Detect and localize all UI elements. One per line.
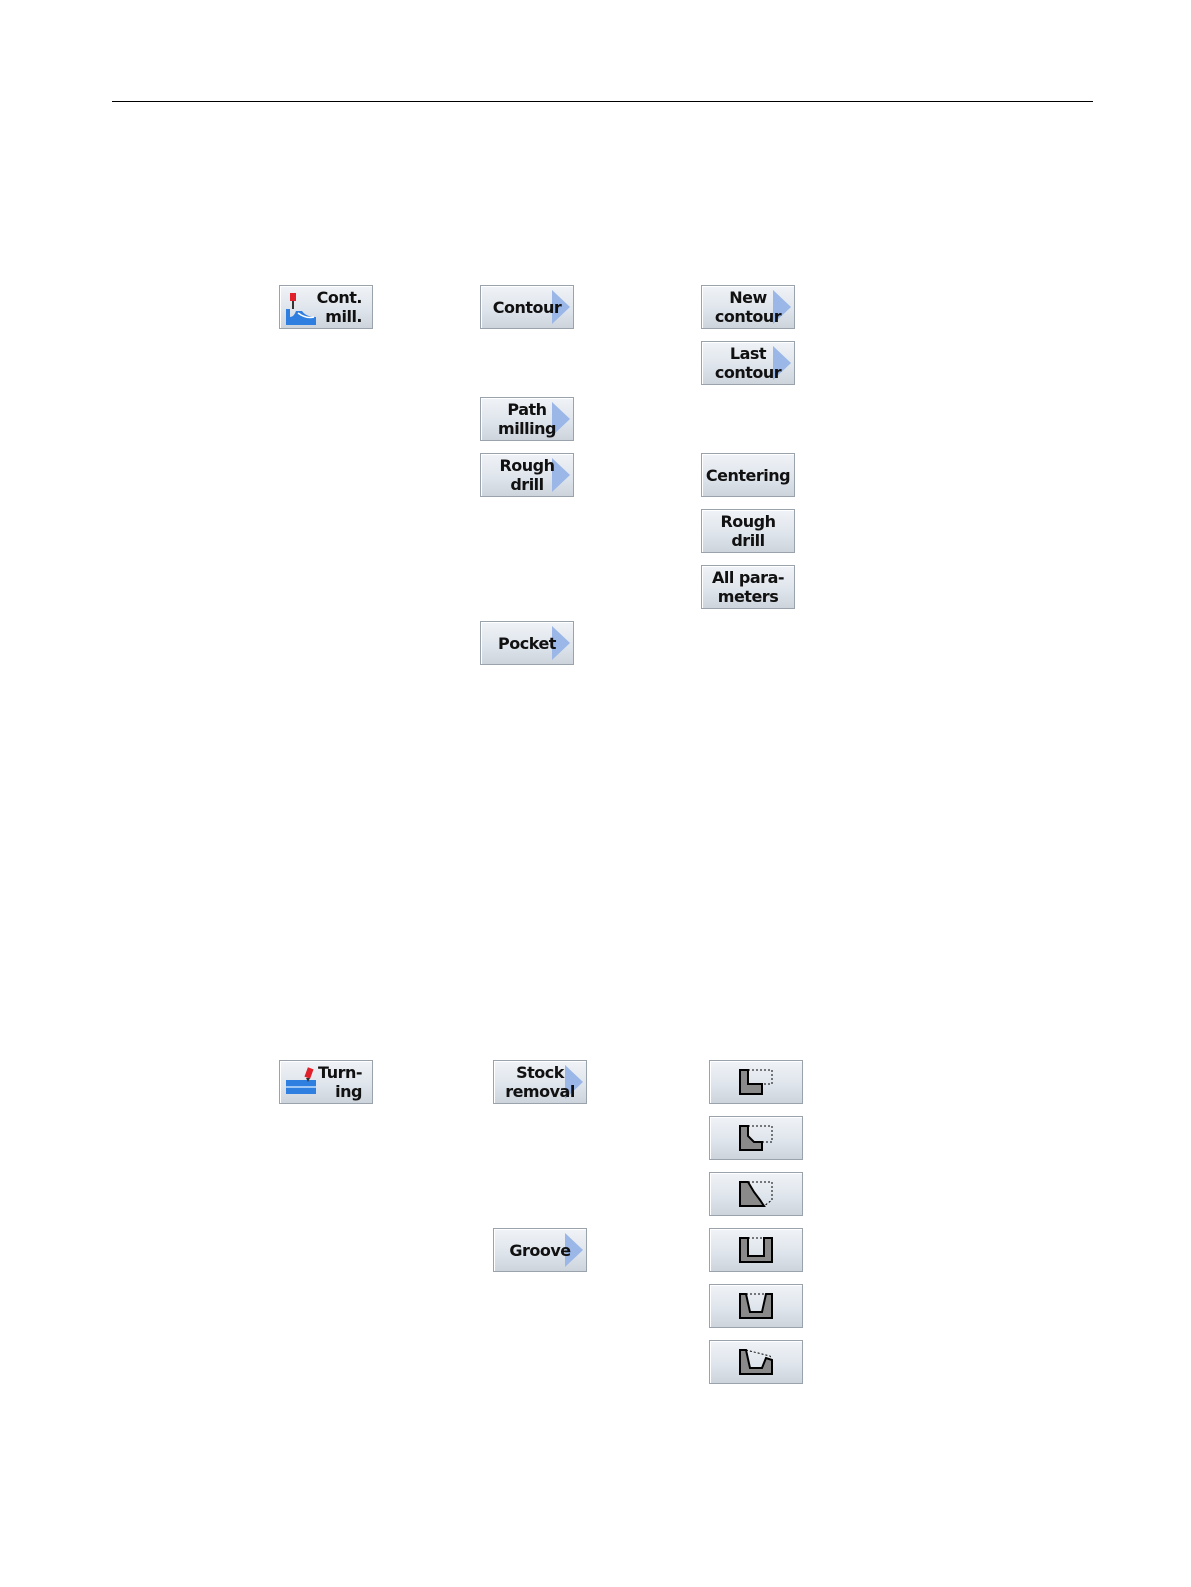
pocket-softkey[interactable]: Pocket [480,621,574,665]
groove-softkey[interactable]: Groove [493,1228,587,1272]
header-rule [112,101,1093,102]
turning-label: Turn- ing [318,1063,362,1101]
path-milling-softkey[interactable]: Path milling [480,397,574,441]
groove-rectangular-icon [736,1234,776,1266]
rough-drill-label: Rough drill [720,512,775,550]
stock-removal-chamfer-icon [736,1122,776,1154]
path-milling-label: Path milling [498,400,556,438]
centering-label: Centering [706,466,790,485]
turning-softkey[interactable]: Turn- ing [279,1060,373,1104]
cont-mill-label: Cont. mill. [317,288,362,326]
all-parameters-label: All para- meters [712,568,784,606]
stock-removal-radius-icon [736,1178,776,1210]
groove-trapezoid-softkey[interactable] [709,1284,803,1328]
groove-trapezoid-icon [736,1290,776,1322]
groove-trapezoid-slanted-icon [736,1346,776,1378]
turning-icon [284,1066,318,1107]
contour-milling-icon [284,291,318,332]
stock-removal-chamfer-softkey[interactable] [709,1116,803,1160]
last-contour-label: Last contour [715,344,781,382]
stock-removal-rectangular-icon [736,1066,776,1098]
centering-softkey[interactable]: Centering [701,453,795,497]
all-parameters-softkey[interactable]: All para- meters [701,565,795,609]
new-contour-softkey[interactable]: New contour [701,285,795,329]
new-contour-label: New contour [715,288,781,326]
stock-removal-label: Stock removal [505,1063,575,1101]
rough-drill-menu-label: Rough drill [499,456,554,494]
last-contour-softkey[interactable]: Last contour [701,341,795,385]
groove-rectangular-softkey[interactable] [709,1228,803,1272]
stock-removal-radius-softkey[interactable] [709,1172,803,1216]
groove-trapezoid-slanted-softkey[interactable] [709,1340,803,1384]
cont-mill-softkey[interactable]: Cont. mill. [279,285,373,329]
contour-softkey[interactable]: Contour [480,285,574,329]
stock-removal-softkey[interactable]: Stock removal [493,1060,587,1104]
stock-removal-rectangular-softkey[interactable] [709,1060,803,1104]
contour-label: Contour [493,298,562,317]
groove-label: Groove [509,1241,570,1260]
rough-drill-menu-softkey[interactable]: Rough drill [480,453,574,497]
pocket-label: Pocket [498,634,556,653]
rough-drill-softkey[interactable]: Rough drill [701,509,795,553]
